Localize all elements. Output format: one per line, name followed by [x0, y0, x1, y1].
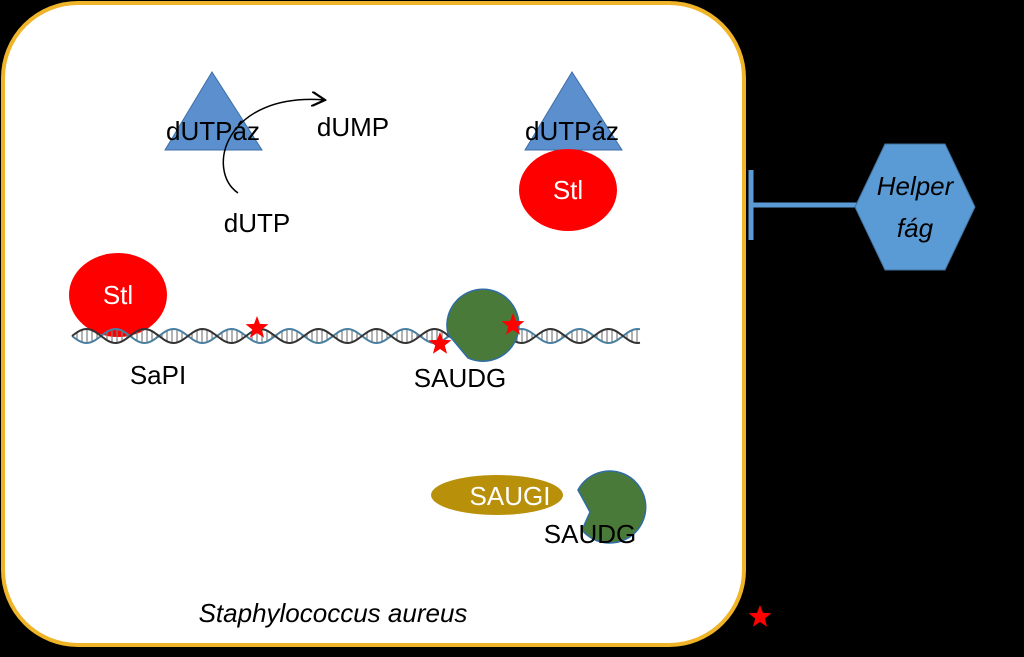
red-star-icon	[501, 313, 525, 335]
helper-phage-label-line2: fág	[897, 213, 934, 243]
helper-phage-label-line1: Helper	[877, 171, 955, 201]
stl-protein-bound	[519, 149, 617, 231]
saudg-enzyme-2	[577, 470, 647, 544]
helper-phage-hexagon	[854, 143, 976, 271]
saudg-enzyme-1	[446, 288, 520, 362]
saugi-protein	[431, 475, 563, 515]
red-star-icon	[245, 316, 269, 338]
dutpase-label-1: dUTPáz	[166, 116, 260, 146]
red-star-icon	[428, 332, 452, 354]
dutpase-triangle-1	[164, 71, 263, 151]
sapi-label: SaPI	[130, 360, 186, 390]
saugi-label: SAUGI	[470, 481, 551, 511]
reaction-arrow	[222, 99, 325, 194]
dutpase-label-2: dUTPáz	[525, 116, 619, 146]
organism-label: Staphylococcus aureus	[199, 598, 468, 628]
red-star-icon	[748, 605, 772, 627]
dump-label: dUMP	[317, 112, 389, 142]
stl-protein-free	[69, 253, 167, 337]
dutp-label: dUTP	[224, 208, 290, 238]
stl-label-free: Stl	[103, 280, 133, 310]
saudg-label-1: SAUDG	[414, 363, 506, 393]
saudg-label-2: SAUDG	[544, 519, 636, 549]
stl-label-bound: Stl	[553, 175, 583, 205]
